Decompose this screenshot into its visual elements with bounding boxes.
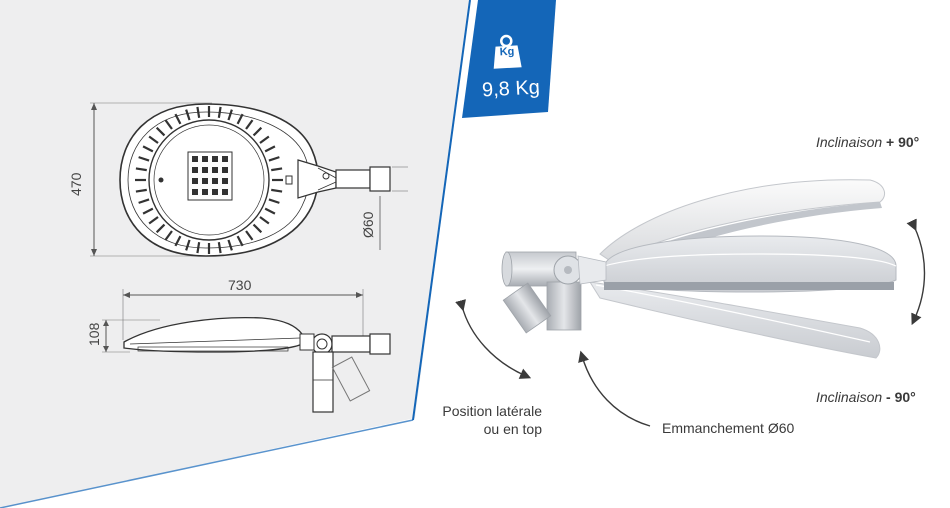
led-chip <box>222 178 228 184</box>
shell-fin <box>271 167 283 172</box>
shell-fin <box>196 242 201 254</box>
shell-fin <box>174 113 182 125</box>
shell-fin <box>135 167 147 172</box>
led-chip <box>202 156 208 162</box>
weight-value: 9,8 Kg <box>481 76 541 102</box>
weight-icon-label: Kg <box>499 45 515 59</box>
shell-fin <box>245 119 254 130</box>
mount-label: Emmanchement Ø60 <box>662 420 795 436</box>
dim-height: 470 <box>68 172 84 196</box>
led-chip <box>192 156 198 162</box>
shell-fin <box>148 135 159 144</box>
shell-fin <box>138 198 150 204</box>
shell-fin <box>227 239 233 251</box>
shell-fin <box>138 156 150 162</box>
shell-fin <box>196 106 201 118</box>
shell-fin <box>174 235 182 247</box>
shell-fin <box>185 239 191 251</box>
tilt-up-prefix: Inclinaison <box>816 134 887 150</box>
led-chip <box>202 167 208 173</box>
tilt-down-value: - 90° <box>886 389 916 405</box>
position-label-line1: Position latérale <box>442 403 542 419</box>
shell-fin <box>142 145 154 153</box>
shell-fin <box>227 109 233 121</box>
position-label-line2: ou en top <box>483 421 542 437</box>
tilt-down-label: Inclinaison - 90° <box>816 388 916 406</box>
shell-fin <box>236 113 244 125</box>
dim-diameter: Ø60 <box>360 211 376 238</box>
position-label: Position latérale ou en top <box>430 402 542 438</box>
led-chip <box>212 167 218 173</box>
led-chip <box>202 189 208 195</box>
shell-fin <box>271 188 283 193</box>
shell-fin <box>236 235 244 247</box>
shell-fin <box>164 230 173 241</box>
shell-fin <box>259 216 270 225</box>
led-chip <box>192 167 198 173</box>
shell-fin <box>217 106 222 118</box>
led-chip <box>222 156 228 162</box>
led-chip <box>222 189 228 195</box>
led-chip <box>222 167 228 173</box>
dim-width: 730 <box>228 277 252 293</box>
shell-fin <box>155 126 166 137</box>
panel-edge <box>412 0 471 421</box>
led-chip <box>212 156 218 162</box>
top-view <box>90 102 408 257</box>
led-chip <box>202 178 208 184</box>
shell-fin <box>148 216 159 225</box>
dim-profile-height: 108 <box>86 322 102 346</box>
shell-fin <box>252 126 263 137</box>
mount-arrow <box>578 350 651 427</box>
shell-fin <box>245 230 254 241</box>
motion-arrows <box>455 218 926 427</box>
led-chip <box>192 189 198 195</box>
led-chip <box>192 178 198 184</box>
shell-fin <box>185 109 191 121</box>
shell-fin <box>142 207 154 215</box>
position-arrow <box>455 299 532 379</box>
led-chip <box>212 178 218 184</box>
led-chip <box>212 189 218 195</box>
tilt-up-label: Inclinaison + 90° <box>816 133 919 151</box>
shell-fin <box>268 198 280 204</box>
shell-fin <box>155 223 166 234</box>
shell-fin <box>268 156 280 162</box>
product-3d-view <box>501 179 897 359</box>
shell-fin <box>264 145 276 153</box>
shell-fin <box>135 188 147 193</box>
side-view <box>102 289 391 413</box>
tilt-arrow <box>906 218 926 326</box>
shell-fin <box>252 223 263 234</box>
shell-fin <box>259 135 270 144</box>
shell-fin <box>164 119 173 130</box>
shell-fin <box>264 207 276 215</box>
shell-fin <box>217 242 222 254</box>
tilt-up-value: + 90° <box>886 134 920 150</box>
weight-icon <box>493 34 522 69</box>
tilt-down-prefix: Inclinaison <box>816 389 887 405</box>
